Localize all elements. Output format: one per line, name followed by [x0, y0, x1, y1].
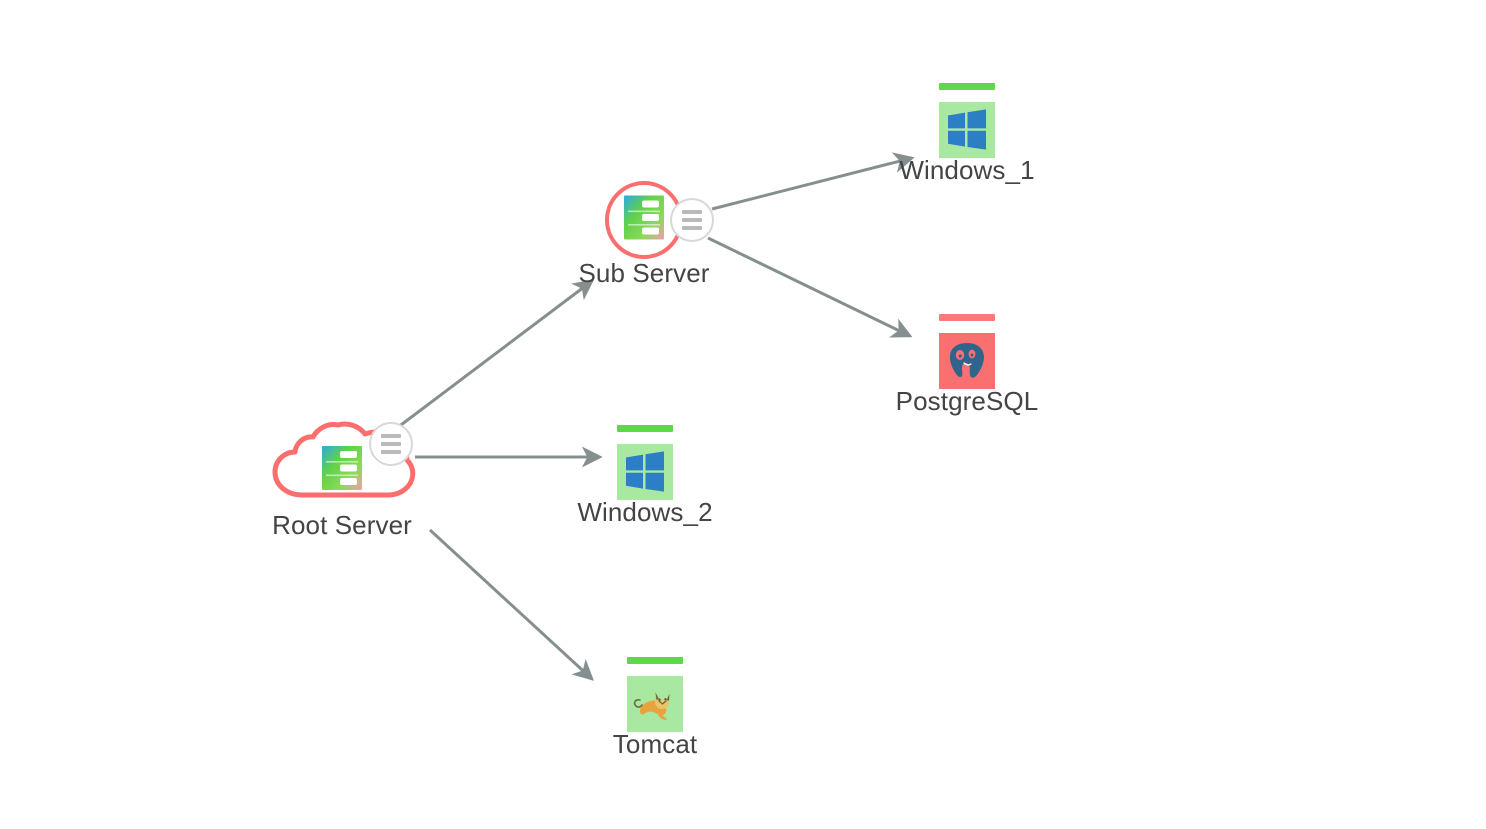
node-label-windows-1: Windows_1 [899, 155, 1035, 185]
hamburger-menu-icon-bar [682, 218, 702, 222]
node-label-root-server: Root Server [272, 510, 412, 540]
postgresql-icon [939, 333, 995, 389]
hamburger-menu-icon-bar [381, 450, 401, 454]
leaf-tile-wrap [617, 425, 673, 509]
leaf-tile-wrap [627, 657, 683, 741]
node-label-tomcat: Tomcat [612, 729, 698, 759]
sub-server-menu-badge[interactable] [670, 198, 714, 242]
server-rack-icon [623, 195, 665, 246]
server-rack-icon [321, 445, 363, 491]
node-label-postgresql: PostgreSQL [895, 386, 1039, 416]
edge-root-to-tomcat[interactable] [428, 528, 594, 681]
status-bar-ok [939, 83, 995, 90]
node-label-sub-server: Sub Server [578, 258, 710, 288]
edge-root-to-sub[interactable] [384, 279, 595, 439]
edge-sub-to-postgresql[interactable] [707, 236, 913, 338]
leaf-tile-wrap [939, 83, 995, 167]
node-label-windows-2: Windows_2 [577, 497, 713, 527]
status-bar-ok [617, 425, 673, 432]
status-bar-ok [627, 657, 683, 664]
hamburger-menu-icon-bar [682, 226, 702, 230]
status-bar-alert [939, 314, 995, 321]
edge-sub-to-windows-1[interactable] [711, 152, 915, 211]
hamburger-menu-icon-bar [381, 442, 401, 446]
windows-icon [939, 102, 995, 158]
hamburger-menu-icon-bar [682, 210, 702, 214]
tomcat-icon [627, 676, 683, 732]
leaf-tile-wrap [939, 314, 995, 398]
hamburger-menu-icon-bar [381, 434, 401, 438]
root-server-menu-badge[interactable] [369, 422, 413, 466]
windows-icon [617, 444, 673, 500]
